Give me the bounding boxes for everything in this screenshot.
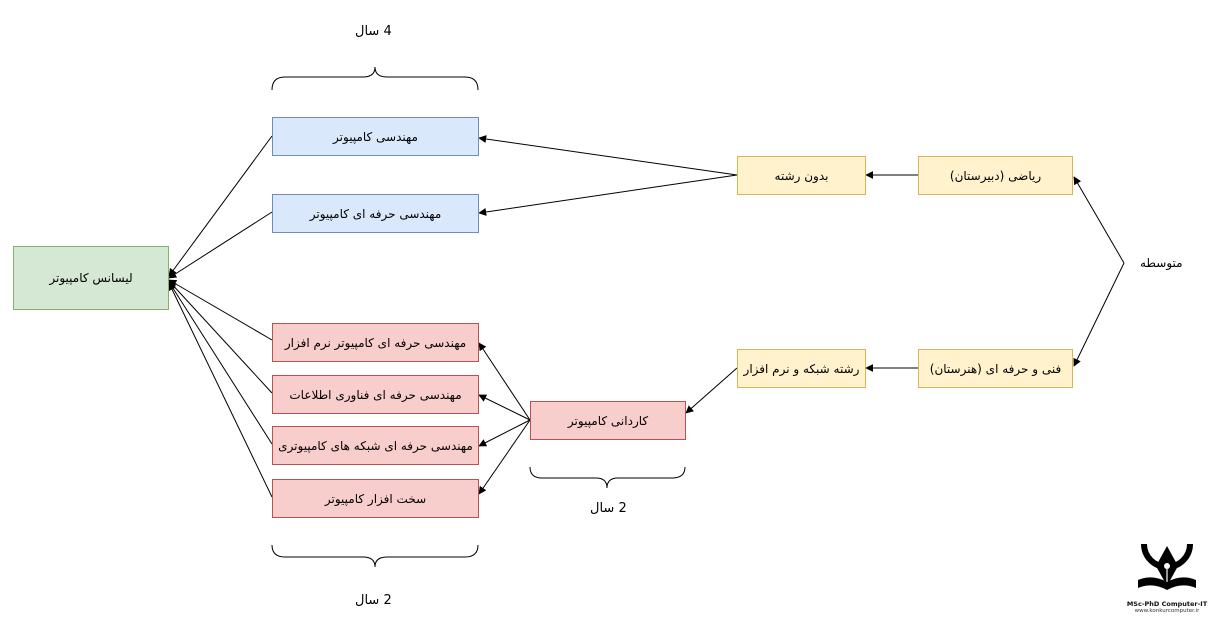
- top-duration-label: 4 سال: [355, 24, 392, 39]
- logo-title: MSc-PhD Computer-IT: [1126, 600, 1208, 608]
- node-associate[interactable]: کاردانی کامپیوتر: [530, 401, 686, 440]
- associate-duration-label: 2 سال: [590, 501, 627, 516]
- node-professional-computer-engineering[interactable]: مهندسی حرفه ای کامپیوتر: [272, 194, 479, 233]
- logo-url: www.konkurcomputer.ir: [1134, 608, 1200, 614]
- node-math[interactable]: ریاضی (دبیرستان): [918, 156, 1073, 195]
- edge-assoc-it: [478, 394, 531, 421]
- node-software-engineering[interactable]: مهندسی حرفه ای کامپیوتر نرم افزار: [272, 323, 479, 362]
- node-no-major[interactable]: بدون رشته: [737, 156, 866, 195]
- bottom-brace: [271, 544, 479, 568]
- edge-hw-license: [168, 282, 273, 498]
- node-it-engineering[interactable]: مهندسی حرفه ای فناوری اطلاعات: [272, 375, 479, 414]
- edge-netsw-assoc: [685, 367, 738, 414]
- node-hardware[interactable]: سخت افزار کامپیوتر: [272, 479, 479, 518]
- edge-sw-license: [168, 279, 273, 341]
- node-network-software[interactable]: رشته شبکه و نرم افزار: [737, 349, 866, 388]
- edge-assoc-sw: [478, 342, 531, 421]
- edge-secondary-math: [1073, 176, 1125, 264]
- edge-ce-license: [168, 135, 273, 277]
- pen-book-logo-icon: [1138, 543, 1196, 590]
- edge-pce-license: [168, 211, 273, 279]
- node-license[interactable]: لیسانس کامپیوتر: [13, 246, 169, 310]
- secondary-label: متوسطه: [1140, 256, 1183, 270]
- node-computer-engineering[interactable]: مهندسی کامپیوتر: [272, 117, 479, 156]
- edge-assoc-hw: [478, 419, 531, 495]
- associate-brace: [529, 466, 686, 489]
- bottom-duration-label: 2 سال: [355, 593, 392, 608]
- site-logo: MSc-PhD Computer-IT www.konkurcomputer.i…: [1122, 536, 1212, 630]
- node-technical[interactable]: فنی و حرفه ای (هنرستان): [918, 349, 1073, 388]
- top-brace: [271, 66, 479, 91]
- edge-it-license: [168, 280, 273, 394]
- node-network-engineering[interactable]: مهندسی حرفه ای شبکه های کامپیوتری: [272, 426, 479, 465]
- edge-secondary-tech: [1073, 262, 1125, 367]
- edge-nomajor-ce: [478, 135, 738, 176]
- edge-net-license: [168, 281, 273, 445]
- edge-nomajor-pce: [478, 174, 738, 216]
- edge-assoc-net: [478, 419, 531, 447]
